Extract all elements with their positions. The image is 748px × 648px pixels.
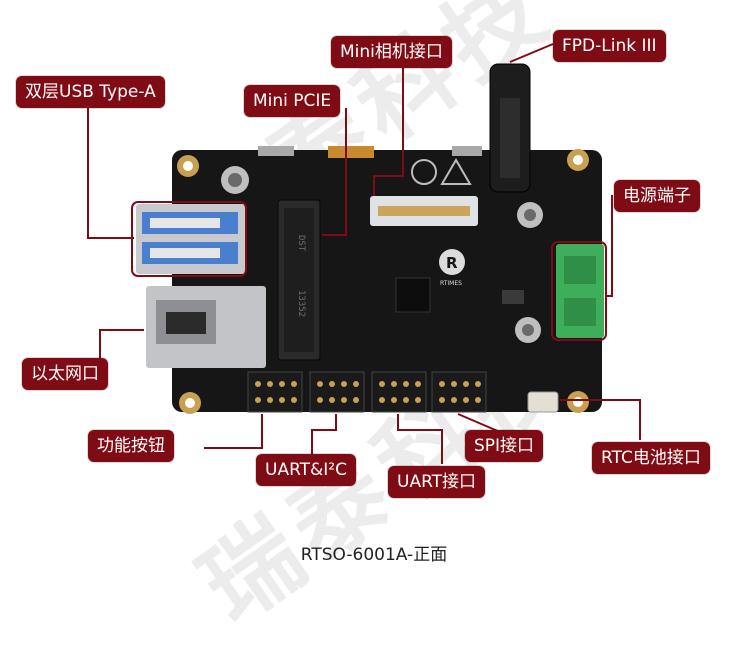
label-usb: 双层USB Type-A (16, 76, 165, 108)
chip-main (395, 277, 431, 313)
uart-header (371, 371, 427, 413)
label-mini-camera: Mini相机接口 (331, 36, 452, 68)
uart-i2c-header (309, 371, 365, 413)
top-connector-1 (258, 146, 294, 156)
func-button-header (247, 371, 303, 413)
triangle-mark (440, 158, 472, 185)
label-mini-pcie: Mini PCIE (244, 85, 341, 117)
slot-mark: DST (296, 235, 306, 252)
label-func-buttons: 功能按钮 (88, 430, 174, 462)
label-ethernet: 以太网口 (22, 358, 108, 390)
rtimes-logo-mark (439, 249, 465, 275)
caption: RTSO-6001A-正面 (300, 545, 448, 565)
pb-free-mark (411, 159, 437, 185)
label-uart: UART接口 (388, 466, 486, 498)
rtimes-logo-letter: R (446, 254, 458, 272)
label-spi: SPI接口 (465, 430, 544, 462)
label-uart-i2c: UART&I²C (256, 454, 356, 486)
slot-mark2: 13352 (296, 290, 306, 317)
rtimes-logo-text: RTIMES (440, 280, 462, 287)
rtc-battery-connector (527, 391, 559, 413)
label-fpd-link: FPD-Link III (553, 30, 666, 62)
top-connector-2 (328, 146, 374, 158)
label-power-terminal: 电源端子 (614, 180, 700, 212)
top-connector-3 (452, 146, 482, 156)
chip-small (502, 290, 524, 304)
spi-header (431, 371, 487, 413)
label-rtc: RTC电池接口 (592, 442, 710, 474)
